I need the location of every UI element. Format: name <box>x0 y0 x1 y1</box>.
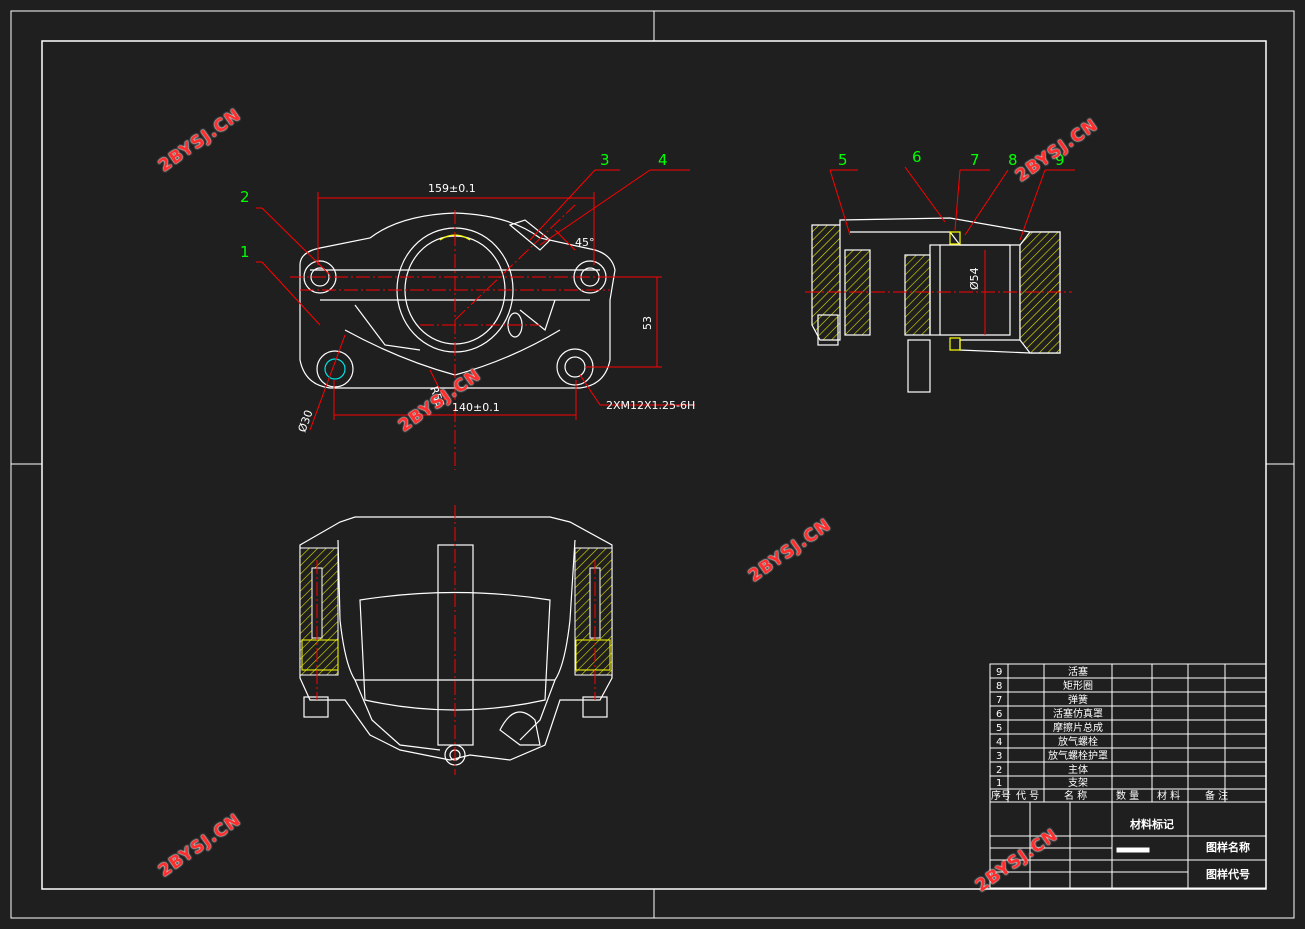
dim-width-top: 159±0.1 <box>428 182 476 195</box>
parts-header-no: 序号 <box>991 789 1011 802</box>
dim-diameter-30: Ø30 <box>296 408 316 434</box>
front-view <box>299 212 616 389</box>
callout-3: 3 <box>600 151 610 169</box>
title-drawing-name: 图样名称 <box>1206 840 1250 854</box>
parts-row-7-name: 弹簧 <box>1068 693 1088 706</box>
front-view-dimensions <box>256 169 695 431</box>
dim-diameter-54: Ø54 <box>968 267 981 290</box>
parts-row-7-no: 7 <box>996 695 1002 706</box>
callout-8: 8 <box>1008 151 1018 169</box>
section-view <box>811 217 1061 393</box>
parts-row-2-no: 2 <box>996 765 1002 776</box>
parts-row-2-name: 主体 <box>1068 764 1088 776</box>
parts-row-1-no: 1 <box>996 778 1002 789</box>
parts-header-note: 备 注 <box>1205 789 1228 802</box>
parts-row-1-name: 支架 <box>1068 777 1088 789</box>
top-view <box>299 516 613 766</box>
parts-row-5-no: 5 <box>996 723 1002 734</box>
parts-list-rows: 9 活塞 8 矩形圈 7 弹簧 6 活塞仿真罩 5 摩擦片总成 4 放气螺栓 3… <box>991 665 1228 802</box>
parts-row-3-no: 3 <box>996 751 1002 762</box>
top-view-centerlines <box>316 505 596 775</box>
parts-header-material: 材 料 <box>1157 789 1180 802</box>
front-view-centerlines <box>290 204 620 470</box>
parts-row-4-name: 放气螺栓 <box>1058 735 1098 748</box>
title-drawing-code: 图样代号 <box>1206 867 1250 881</box>
section-view-centerlines <box>805 166 1075 335</box>
dim-width-bottom: 140±0.1 <box>452 401 500 414</box>
parts-row-9-no: 9 <box>996 667 1002 678</box>
dim-thread: 2XM12X1.25-6H <box>606 399 695 412</box>
callout-1: 1 <box>240 243 250 261</box>
dim-angle: 45° <box>575 236 595 249</box>
top-view-hatch <box>299 547 613 676</box>
title-material-mark: 材料标记 <box>1130 817 1174 831</box>
callout-2: 2 <box>240 188 250 206</box>
parts-row-3-name: 放气螺栓护罩 <box>1048 749 1108 762</box>
callout-5: 5 <box>838 151 848 169</box>
parts-row-6-name: 活塞仿真罩 <box>1053 707 1103 720</box>
parts-row-5-name: 摩擦片总成 <box>1053 721 1103 734</box>
parts-row-9-name: 活塞 <box>1068 665 1088 678</box>
parts-row-6-no: 6 <box>996 709 1002 720</box>
callout-4: 4 <box>658 151 668 169</box>
callout-9: 9 <box>1055 151 1065 169</box>
callout-7: 7 <box>970 151 980 169</box>
parts-row-8-name: 矩形圈 <box>1063 679 1093 692</box>
parts-header-qty: 数 量 <box>1116 789 1139 802</box>
drawing-frame <box>10 10 1295 919</box>
parts-header-name: 名 称 <box>1064 789 1087 802</box>
parts-list-grid <box>989 663 1267 889</box>
dim-height: 53 <box>641 316 654 330</box>
parts-row-8-no: 8 <box>996 681 1002 692</box>
callout-6: 6 <box>912 148 922 166</box>
parts-row-4-no: 4 <box>996 737 1002 748</box>
parts-header-code: 代 号 <box>1016 790 1039 802</box>
